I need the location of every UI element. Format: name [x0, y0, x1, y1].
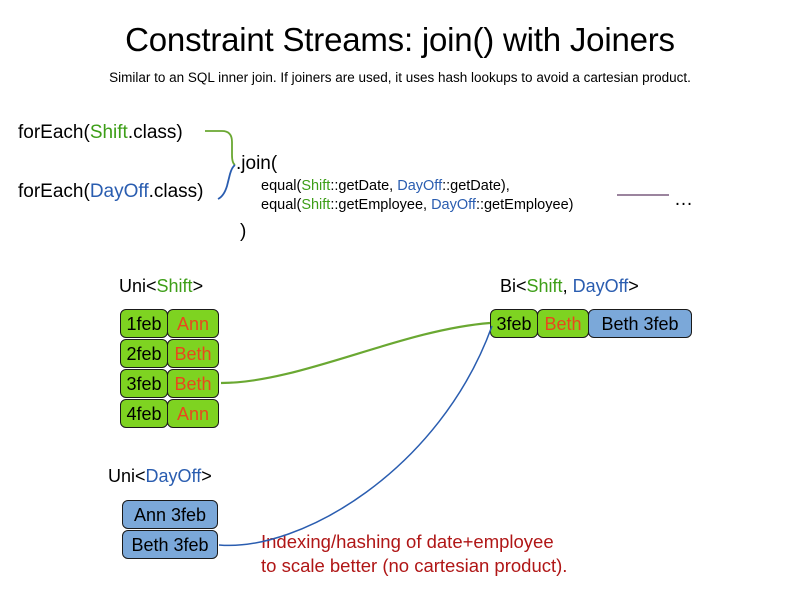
code-foreach-shift-prefix: forEach( [18, 122, 90, 143]
annotation-line-1: Indexing/hashing of date+employee [261, 531, 554, 552]
heading-uni-dayoff-suffix: > [201, 466, 212, 486]
shift-employee-cell: Ann [167, 309, 219, 338]
shift-date-cell: 4feb [120, 399, 168, 428]
uni-dayoff-tuple-row: Beth 3feb [122, 530, 218, 559]
code-joiner-equal-date: equal(Shift::getDate, DayOff::getDate), [261, 177, 510, 196]
heading-bi-prefix: Bi< [500, 276, 527, 296]
connector-shift-to-bi [220, 321, 491, 385]
uni-shift-tuple-row: 1feb Ann [120, 309, 219, 338]
joiner-0-left-type: Shift [301, 178, 331, 194]
code-join-open: .join( [236, 153, 278, 174]
joiner-0-right-ref: ::getDate), [442, 178, 510, 194]
bi-tuple-list: 3feb Beth Beth 3feb [490, 309, 692, 338]
uni-dayoff-tuple-list: Ann 3feb Beth 3feb [122, 500, 218, 560]
uni-dayoff-tuple-row: Ann 3feb [122, 500, 218, 529]
shift-employee-cell: Beth [167, 339, 219, 368]
dayoff-cell: Ann 3feb [122, 500, 218, 529]
joiner-1-right-ref: ::getEmployee) [475, 197, 574, 213]
code-joiner-equal-employee: equal(Shift::getEmployee, DayOff::getEmp… [261, 196, 573, 215]
shift-date-cell: 3feb [120, 369, 168, 398]
joiner-1-left-type: Shift [301, 197, 331, 213]
code-join-close: ) [240, 221, 247, 242]
annotation-text: Indexing/hashing of date+employee to sca… [261, 530, 567, 578]
annotation-line-2: to scale better (no cartesian product). [261, 555, 568, 576]
uni-shift-tuple-list: 1feb Ann 2feb Beth 3feb Beth 4feb Ann [120, 309, 219, 429]
code-foreach-dayoff-suffix: .class) [148, 181, 204, 202]
heading-uni-shift: Uni<Shift> [119, 275, 203, 298]
heading-bi-type-a: Shift [526, 276, 563, 296]
joiner-0-prefix: equal( [261, 178, 302, 194]
joiner-1-right-type: DayOff [431, 197, 476, 213]
code-foreach-shift-suffix: .class) [127, 122, 183, 143]
shift-employee-cell: Ann [167, 399, 219, 428]
bi-dayoff-cell: Beth 3feb [588, 309, 692, 338]
joiner-1-left-ref: ::getEmployee, [330, 197, 432, 213]
heading-uni-shift-suffix: > [192, 276, 204, 296]
heading-bi-shift-dayoff: Bi<Shift, DayOff> [500, 275, 639, 298]
shift-employee-cell: Beth [167, 369, 219, 398]
page-subtitle: Similar to an SQL inner join. If joiners… [109, 70, 691, 85]
code-type-shift: Shift [89, 122, 128, 143]
brace-arm-dayoff [217, 164, 236, 200]
joiner-0-left-ref: ::getDate, [330, 178, 398, 194]
heading-uni-shift-type: Shift [156, 276, 193, 296]
page-title: Constraint Streams: join() with Joiners [125, 21, 675, 58]
code-type-dayoff: DayOff [89, 181, 149, 202]
code-foreach-shift: forEach(Shift.class) [18, 121, 183, 145]
uni-shift-tuple-row: 3feb Beth [120, 369, 219, 398]
code-foreach-dayoff-prefix: forEach( [18, 181, 90, 202]
heading-uni-dayoff: Uni<DayOff> [108, 465, 212, 488]
uni-shift-tuple-row: 4feb Ann [120, 399, 219, 428]
code-foreach-dayoff: forEach(DayOff.class) [18, 180, 204, 204]
heading-bi-type-b: DayOff [572, 276, 629, 296]
joiner-1-prefix: equal( [261, 197, 302, 213]
heading-uni-dayoff-type: DayOff [145, 466, 202, 486]
heading-bi-separator: , [562, 276, 573, 296]
code-ellipsis: … [674, 189, 693, 210]
brace-arm-shift [205, 130, 236, 166]
connector-dayoff-to-bi [218, 325, 493, 547]
uni-shift-tuple-row: 2feb Beth [120, 339, 219, 368]
bi-shift-employee-cell: Beth [537, 309, 589, 338]
shift-date-cell: 1feb [120, 309, 168, 338]
heading-bi-suffix: > [628, 276, 639, 296]
heading-uni-shift-prefix: Uni< [119, 276, 157, 296]
shift-date-cell: 2feb [120, 339, 168, 368]
dayoff-cell: Beth 3feb [122, 530, 218, 559]
bi-shift-date-cell: 3feb [490, 309, 538, 338]
heading-uni-dayoff-prefix: Uni< [108, 466, 146, 486]
joiner-0-right-type: DayOff [397, 178, 443, 194]
bi-tuple-row: 3feb Beth Beth 3feb [490, 309, 692, 338]
